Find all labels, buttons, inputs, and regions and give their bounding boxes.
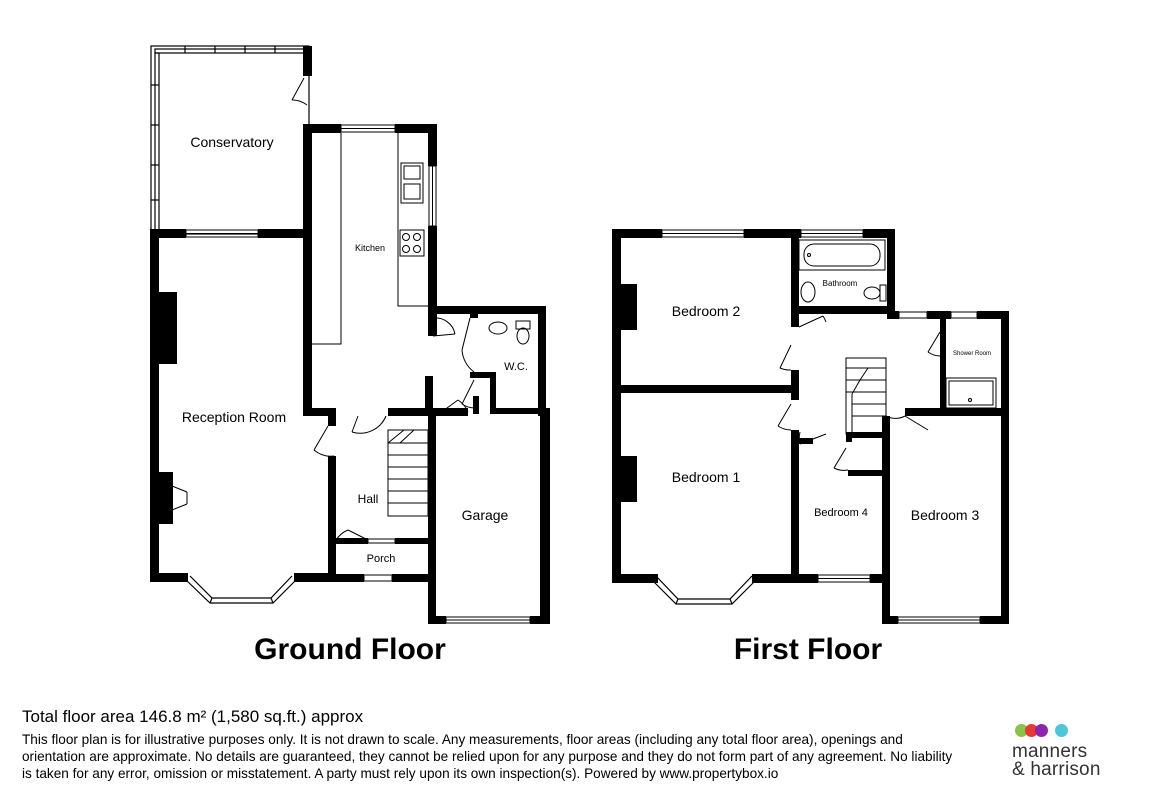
ground-floor-walls [150,124,550,624]
room-label-porch: Porch [367,553,396,565]
logo-dot [1035,724,1048,737]
first-floor-walls [612,229,1009,624]
room-label-wc: W.C. [504,361,528,373]
room-label-bathroom: Bathroom [823,279,858,288]
room-label-kitchen: Kitchen [355,243,385,253]
hall-stairs [387,429,429,517]
landing-stairs [845,357,887,435]
ground-floor-doors [171,317,475,541]
room-label-bedroom-3: Bedroom 3 [911,507,980,523]
room-label-bedroom-4: Bedroom 4 [814,507,868,519]
wc-fixtures [488,320,531,345]
logo-text-harrison: & harrison [1012,759,1101,780]
disclaimer-text: This floor plan is for illustrative purp… [22,732,953,781]
first-floor-title: First Floor [734,633,883,666]
conservatory-door [291,77,308,106]
room-label-conservatory: Conservatory [190,134,273,150]
first-floor-windows [661,229,981,624]
shower-tray [945,377,997,409]
room-label-bedroom-1: Bedroom 1 [672,469,741,485]
ground-floor-windows [185,124,531,624]
footer: Total floor area 146.8 m² (1,580 sq.ft.)… [22,707,962,782]
manners-harrison-logo: manners & harrison [1012,724,1132,784]
total-floor-area: Total floor area 146.8 m² (1,580 sq.ft.)… [22,707,364,726]
kitchen-counters [312,133,428,345]
bathroom-fixtures [798,239,887,303]
room-label-reception-room: Reception Room [182,409,286,425]
logo-dot [1055,724,1068,737]
logo-dot [1025,724,1038,737]
room-label-bedroom-2: Bedroom 2 [672,303,741,319]
logo-text-manners: manners [1012,741,1088,762]
first-floor-doors [777,315,941,471]
room-label-shower-room: Shower Room [953,351,991,357]
logo-dot [1015,724,1028,737]
room-label-hall: Hall [358,492,379,506]
ground-floor-title: Ground Floor [254,633,446,666]
room-label-garage: Garage [462,507,509,523]
reception-bay-window [185,575,297,604]
bedroom1-bay-window [651,575,757,605]
floor-plan-drawing: Conservatory Kitchen Reception Room W.C.… [150,45,1009,666]
